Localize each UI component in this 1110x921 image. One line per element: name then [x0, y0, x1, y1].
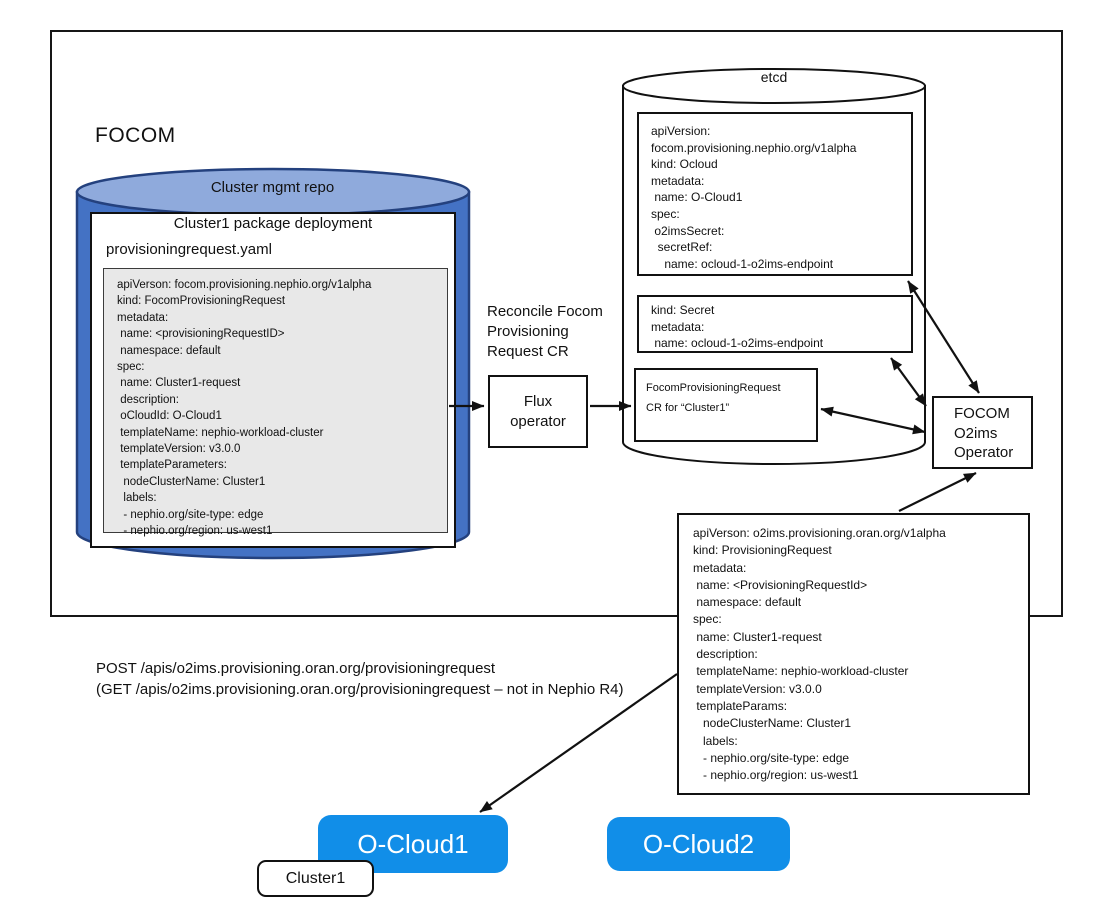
api-calls-text: POST /apis/o2ims.provisioning.oran.org/p…: [96, 658, 624, 700]
o2ims-provisioningrequest-yaml-box: apiVerson: o2ims.provisioning.oran.org/v…: [677, 513, 1030, 795]
post-api-line: POST /apis/o2ims.provisioning.oran.org/p…: [96, 660, 496, 677]
get-api-line: (GET /apis/o2ims.provisioning.oran.org/p…: [96, 681, 624, 698]
etcd-focom-provisioning-request-box: FocomProvisioningRequest CR for “Cluster…: [634, 368, 818, 442]
provisioningrequest-yaml-filename: provisioningrequest.yaml: [106, 241, 272, 258]
focom-boundary-box: [50, 30, 1063, 617]
o2ims-provisioningrequest-yaml-text: apiVerson: o2ims.provisioning.oran.org/v…: [693, 526, 946, 783]
ocloud2-node: O-Cloud2: [607, 817, 790, 871]
ocloud1-label: O-Cloud1: [357, 828, 469, 859]
focom-o2ims-operator-box: FOCOM O2ims Operator: [932, 396, 1033, 469]
flux-operator-box: Flux operator: [488, 375, 588, 448]
provisioningrequest-yaml-text: apiVerson: focom.provisioning.nephio.org…: [117, 279, 372, 538]
provisioningrequest-yaml-box: apiVerson: focom.provisioning.nephio.org…: [103, 268, 448, 537]
focom-o2ims-operator-label: FOCOM O2ims Operator: [954, 405, 1014, 461]
cluster1-tag-label: Cluster1: [285, 869, 346, 887]
etcd-label: etcd: [760, 69, 788, 85]
etcd-secret-box: kind: Secret metadata: name: ocloud-1-o2…: [637, 295, 913, 353]
cluster-mgmt-repo-label: Cluster mgmt repo: [210, 179, 335, 196]
focom-title: FOCOM: [95, 124, 176, 147]
etcd-secret-text: kind: Secret metadata: name: ocloud-1-o2…: [651, 303, 824, 351]
etcd-focom-provisioning-request-text: FocomProvisioningRequest CR for “Cluster…: [646, 382, 781, 414]
reconcile-label: Reconcile Focom Provisioning Request CR: [487, 303, 603, 360]
cluster1-package-deployment-label: Cluster1 package deployment: [173, 215, 373, 232]
ocloud2-label: O-Cloud2: [642, 828, 755, 859]
etcd-cylinder-top: [622, 68, 926, 104]
etcd-ocloud-cr-box: apiVersion: focom.provisioning.nephio.or…: [637, 112, 913, 276]
cluster1-tag: Cluster1: [257, 860, 374, 897]
etcd-ocloud-cr-text: apiVersion: focom.provisioning.nephio.or…: [651, 124, 857, 271]
